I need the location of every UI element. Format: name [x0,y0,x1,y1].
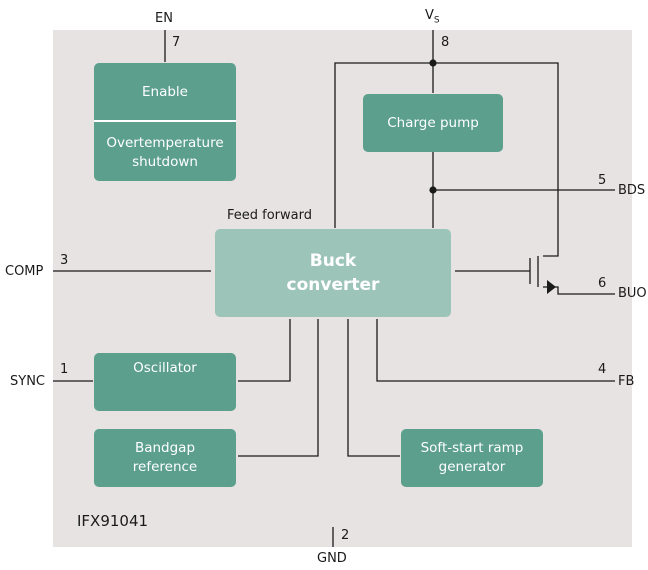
pin-buo-name: BUO [618,286,647,301]
soft-start-block: Soft-start ramp generator [401,429,543,487]
block-divider [94,120,236,122]
pin-comp-number: 3 [60,253,69,268]
charge-pump-block: Charge pump [363,94,503,152]
pin-vs-subscript: S [433,15,440,26]
overtemp-line1: Overtemperature [106,135,224,151]
pin-vs-name: VS [425,8,440,26]
pin-en-name: EN [155,11,173,26]
pin-vs-letter: V [425,8,434,23]
wire-fb [376,319,615,382]
enable-block: Enable Overtemperature shutdown [94,63,236,181]
pin-comp-name: COMP [5,264,44,279]
bandgap-line1: Bandgap [134,440,196,456]
pin-sync-number: 1 [60,362,69,377]
oscillator-block: Oscillator [94,353,236,411]
pin-fb-name: FB [618,374,635,389]
overtemp-label: Overtemperature shutdown [94,134,236,172]
pin-bds-name: BDS [618,183,646,198]
pin-bds-number: 5 [598,173,607,188]
bandgap-block: Bandgap reference [94,429,236,487]
buck-line2: converter [286,275,380,295]
pin-sync-name: SYNC [10,374,45,389]
enable-label: Enable [142,84,188,100]
pin-vs-number: 8 [441,35,450,50]
wire-bandgap-buck [238,319,319,457]
charge-pump-label: Charge pump [387,114,479,131]
junction-vs [429,59,437,67]
buck-converter-block: Buck converter [215,229,451,317]
pin-gnd-name: GND [317,551,347,566]
softstart-line2: generator [438,459,506,475]
pin-fb-number: 4 [598,362,607,377]
overtemp-line2: shutdown [132,154,198,170]
oscillator-label: Oscillator [133,360,197,376]
pin-gnd-number: 2 [341,528,350,543]
transistor-arrow [547,280,556,294]
pin-en-number: 7 [172,35,181,50]
pin-buo-number: 6 [598,276,607,291]
bandgap-line2: reference [132,459,198,475]
chip-name: IFX91041 [77,512,149,530]
wire-softstart-buck [347,319,400,457]
feed-forward-label: Feed forward [227,208,312,223]
wire-vs-bus [334,62,559,257]
junction-bds [429,186,437,194]
wire-osc-buck [238,319,291,382]
softstart-line1: Soft-start ramp [420,440,524,456]
buck-line1: Buck [309,251,357,271]
